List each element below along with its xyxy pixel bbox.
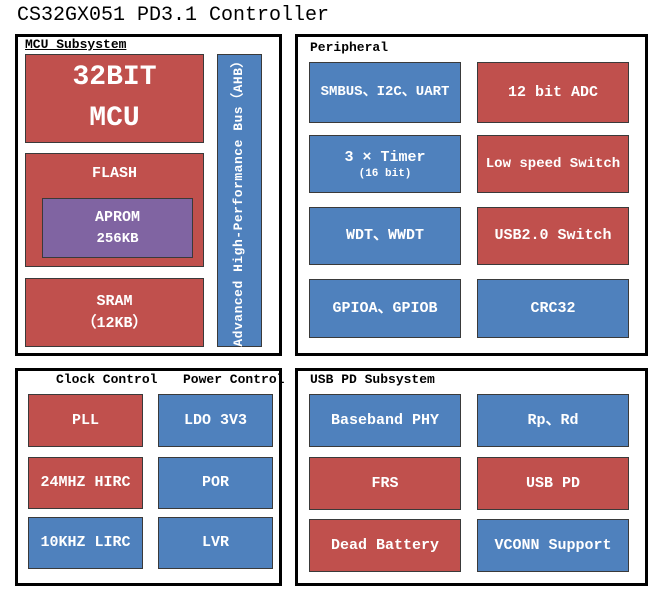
block-low-speed-switch-label: Low speed Switch [485, 155, 621, 172]
block-frs-label: FRS [371, 474, 399, 492]
block-rp-rd-label: Rp、Rd [527, 411, 579, 429]
block-por-label: POR [201, 474, 229, 492]
block-smbus-i2c-uart: SMBUS、I2C、UART [309, 62, 461, 123]
block-baseband-phy-label: Baseband PHY [330, 411, 440, 429]
block-24mhz-hirc-label: 24MHZ HIRC [40, 474, 131, 492]
diagram-title: CS32GX051 PD3.1 Controller [17, 4, 330, 27]
block-crc32-label: CRC32 [530, 299, 576, 317]
block-sram-line2: （12KB） [81, 314, 148, 332]
block-dead-battery-label: Dead Battery [330, 536, 440, 554]
block-12bit-adc-label: 12 bit ADC [507, 83, 598, 101]
block-aprom-line1: APROM [94, 208, 140, 226]
block-low-speed-switch: Low speed Switch [477, 135, 629, 193]
block-ahb-bus-label: Advanced High-Performance Bus（AHB） [231, 54, 247, 347]
block-gpioa-gpiob: GPIOA、GPIOB [309, 279, 461, 338]
block-10khz-lirc-label: 10KHZ LIRC [40, 534, 131, 552]
block-lvr: LVR [158, 517, 273, 569]
block-sram: SRAM （12KB） [25, 278, 204, 347]
block-10khz-lirc: 10KHZ LIRC [28, 517, 143, 569]
block-gpioa-gpiob-label: GPIOA、GPIOB [332, 299, 438, 317]
block-aprom-line2: 256KB [96, 230, 139, 247]
block-wdt-wwdt-label: WDT、WWDT [345, 227, 424, 245]
block-32bit-mcu: 32BIT MCU [25, 54, 204, 143]
block-flash-label: FLASH [91, 165, 137, 182]
block-usb2-switch-label: USB2.0 Switch [494, 227, 612, 245]
block-frs: FRS [309, 457, 461, 510]
block-pll-label: PLL [71, 411, 99, 429]
block-dead-battery: Dead Battery [309, 519, 461, 572]
group-label-power-control: Power Control [183, 372, 285, 387]
block-3x-timer-line2: (16 bit) [358, 168, 412, 181]
block-ldo-3v3: LDO 3V3 [158, 394, 273, 447]
group-label-usb-pd-subsystem: USB PD Subsystem [310, 372, 435, 387]
block-24mhz-hirc: 24MHZ HIRC [28, 457, 143, 509]
block-lvr-label: LVR [201, 534, 229, 552]
block-3x-timer-line1: 3 × Timer [344, 148, 426, 166]
block-usb-pd-label: USB PD [525, 474, 580, 492]
block-usb2-switch: USB2.0 Switch [477, 207, 629, 265]
block-vconn-support: VCONN Support [477, 519, 629, 572]
block-ldo-3v3-label: LDO 3V3 [183, 411, 247, 429]
block-vconn-support-label: VCONN Support [494, 536, 612, 554]
block-pll: PLL [28, 394, 143, 447]
block-ahb-bus: Advanced High-Performance Bus（AHB） [217, 54, 262, 347]
block-32bit-mcu-line1: 32BIT [72, 61, 157, 93]
block-por: POR [158, 457, 273, 509]
group-label-peripheral: Peripheral [310, 40, 389, 55]
block-32bit-mcu-line2: MCU [89, 102, 140, 134]
block-wdt-wwdt: WDT、WWDT [309, 207, 461, 265]
block-12bit-adc: 12 bit ADC [477, 62, 629, 123]
block-smbus-i2c-uart-label: SMBUS、I2C、UART [320, 84, 450, 101]
block-aprom: APROM 256KB [42, 198, 193, 258]
block-crc32: CRC32 [477, 279, 629, 338]
block-sram-line1: SRAM [96, 292, 133, 310]
block-baseband-phy: Baseband PHY [309, 394, 461, 447]
block-3x-timer: 3 × Timer (16 bit) [309, 135, 461, 193]
block-usb-pd: USB PD [477, 457, 629, 510]
group-label-clock-control: Clock Control [56, 372, 158, 387]
block-rp-rd: Rp、Rd [477, 394, 629, 447]
group-label-mcu-subsystem: MCU Subsystem [25, 37, 127, 52]
